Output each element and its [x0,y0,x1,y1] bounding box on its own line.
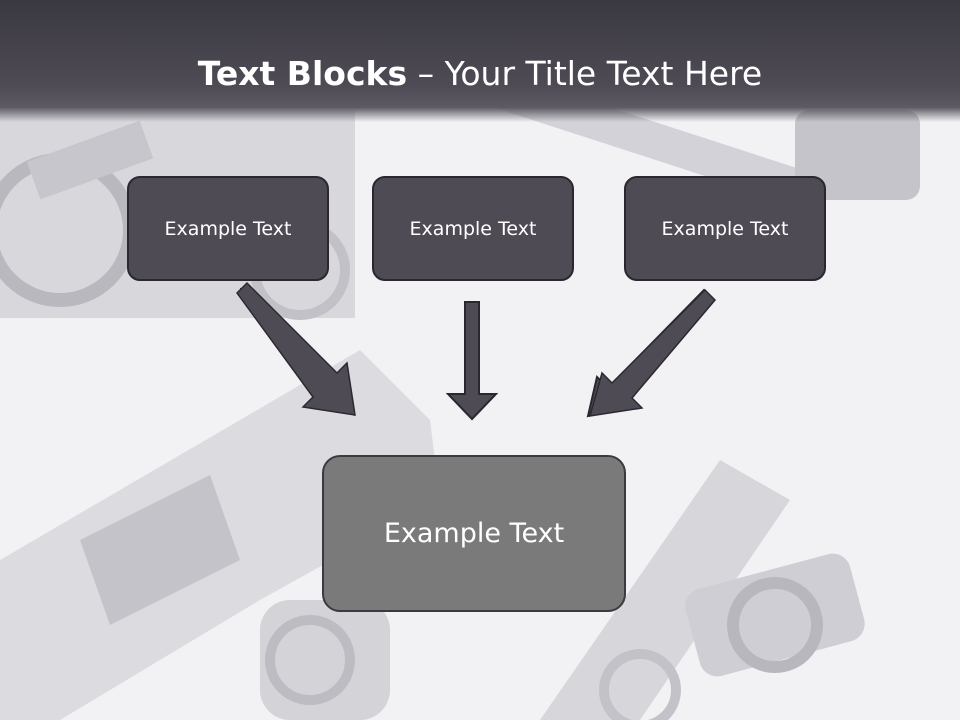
text-block-right[interactable]: Example Text [624,176,826,281]
page-title: Text Blocks – Your Title Text Here [0,52,960,96]
text-block-main[interactable]: Example Text [322,455,626,612]
text-block-right-label: Example Text [661,217,789,240]
title-bold: Text Blocks [197,54,408,93]
title-separator: – [407,54,445,93]
text-block-main-label: Example Text [383,518,565,549]
text-block-center[interactable]: Example Text [372,176,574,281]
title-bar [0,0,960,122]
text-block-left[interactable]: Example Text [127,176,329,281]
title-rest: Your Title Text Here [444,54,763,93]
text-block-left-label: Example Text [164,217,292,240]
text-block-center-label: Example Text [409,217,537,240]
